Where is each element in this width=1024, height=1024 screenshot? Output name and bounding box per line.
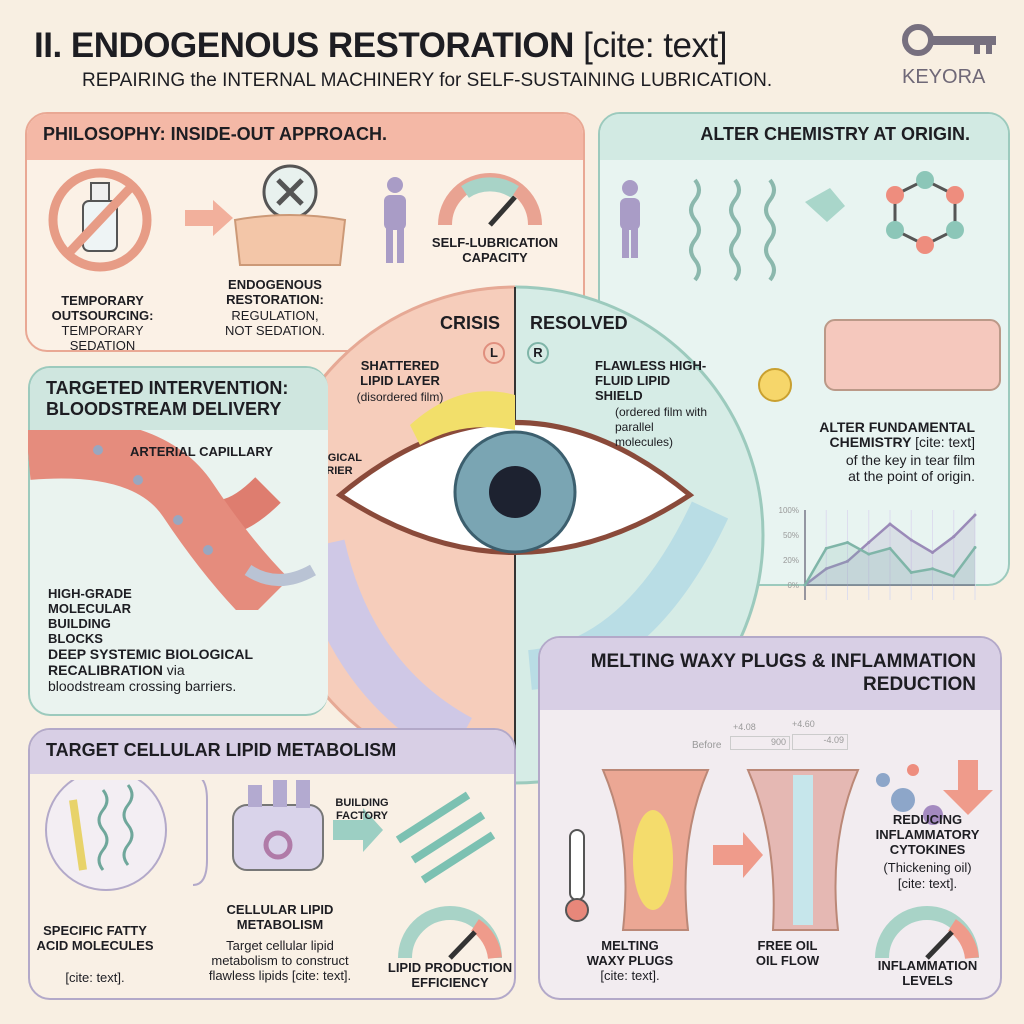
right-badge: R (527, 342, 549, 364)
chemistry-chart: 0% 20% 50% 100% (779, 506, 977, 600)
person-icon (384, 177, 406, 263)
chart-point (931, 551, 934, 554)
alter-title-text: ALTER FUNDAMENTAL CHEMISTRY (819, 419, 975, 450)
chart-point (824, 546, 828, 550)
resolved-label: RESOLVED (530, 313, 628, 333)
cytokines-note: (Thickening oil) (883, 860, 972, 875)
cellular-lipid-title: CELLULAR LIPID METABOLISM (226, 902, 334, 932)
cytokines-cite: [cite: text]. (897, 876, 958, 891)
endogenous-restoration-text: REGULATION, NOT SEDATION. (225, 308, 325, 338)
chart-point (846, 559, 849, 563)
inflammation-levels-label: INFLAMMATION LEVELS (877, 958, 978, 988)
arrow-right (713, 832, 763, 878)
chemistry-heading: ALTER CHEMISTRY AT ORIGIN. (600, 114, 1008, 160)
metabolism-heading: TARGET CELLULAR LIPID METABOLISM (30, 730, 514, 774)
fatty-acid-title: SPECIFIC FATTY ACID MOLECULES (36, 923, 154, 953)
page-subtitle: REPAIRING the INTERNAL MACHINERY for SEL… (82, 70, 773, 91)
shattered-lipid-title: SHATTERED LIPID LAYER (360, 358, 440, 388)
cytokines-title: REDUCING INFLAMMATORY CYTOKINES (875, 812, 980, 857)
waxy-illustrations (565, 760, 993, 931)
molecule-chains-icon (620, 171, 1001, 402)
chart-point (824, 567, 828, 571)
title-cite: [cite: text] (583, 26, 727, 65)
arrow-down (943, 760, 993, 815)
chart-point (909, 571, 913, 574)
melting-plugs-title: MELTING WAXY PLUGS (586, 938, 674, 968)
arterial-capillary-label: ARTERIAL CAPILLARY (130, 444, 273, 459)
thermometer-icon (569, 829, 585, 901)
melting-plugs-cite: [cite: text]. (600, 968, 660, 983)
building-factory-label: BUILDING FACTORY (335, 797, 389, 822)
philosophy-heading: PHILOSOPHY: INSIDE-OUT APPROACH. (27, 114, 583, 160)
temporary-outsourcing-title: TEMPORARY OUTSOURCING: (51, 293, 154, 323)
alter-chemistry-text1: of the key in tear film (845, 452, 975, 468)
arrow-right (333, 808, 383, 852)
deep-title: DEEP SYSTEMIC BIOLOGICAL RECALIBRATION (48, 646, 253, 678)
chart-point (909, 538, 913, 542)
chart-point (803, 583, 807, 587)
pupil (489, 466, 541, 518)
lipid-efficiency-gauge (398, 906, 502, 960)
factory-icon (232, 804, 324, 871)
self-lubrication-label: SELF-LUBRICATION CAPACITY (431, 235, 559, 265)
targeted-panel: TARGETED INTERVENTION: BLOODSTREAM DELIV… (28, 366, 328, 716)
building-blocks-label: HIGH-GRADE MOLECULAR BUILDING BLOCKS (48, 586, 132, 646)
chart-area-lower (805, 542, 975, 585)
alter-chemistry-title: ALTER FUNDAMENTAL CHEMISTRY [cite: text] (790, 420, 975, 450)
arrow-right-icon (185, 200, 233, 236)
gland-repair-icon (233, 164, 347, 266)
before-label: Before (692, 740, 722, 751)
alter-cite: [cite: text] (915, 434, 975, 450)
waxy-heading: MELTING WAXY PLUGS & INFLAMMATION REDUCT… (540, 638, 1000, 710)
free-oil-title: FREE OIL OIL FLOW (755, 938, 820, 968)
chart-point (867, 552, 871, 556)
endogenous-restoration-title: ENDOGENOUS RESTORATION: (226, 277, 324, 307)
deep-text: bloodstream crossing barriers. (48, 678, 237, 694)
arterial-capillary-illustration (28, 430, 316, 610)
chart-y-tick: 50% (783, 531, 799, 540)
value-1: +4.08 (733, 722, 756, 732)
chart-point (952, 535, 956, 539)
title-text: II. ENDOGENOUS RESTORATION (34, 26, 574, 65)
chart-point (888, 522, 892, 526)
chart-y-tick: 0% (787, 581, 799, 590)
no-eye-drops-icon (48, 168, 152, 272)
metabolism-illustrations (45, 780, 496, 891)
shattered-lipid-note: (disordered film) (356, 390, 444, 404)
key-logo-icon (902, 24, 996, 56)
chart-point (931, 567, 934, 571)
self-lubrication-gauge (438, 173, 542, 227)
cellular-lipid-text: Target cellular lipid metabolism to cons… (208, 938, 352, 983)
chart-point (973, 546, 977, 549)
chart-y-tick: 20% (783, 556, 799, 565)
crisis-label: CRISIS (440, 313, 501, 333)
deep-via: via (166, 662, 185, 678)
lipid-efficiency-label: LIPID PRODUCTION EFFICIENCY (387, 960, 513, 990)
left-badge: L (483, 342, 505, 364)
flawless-shield-title: FLAWLESS HIGH-FLUID LIPID SHIELD (595, 358, 707, 403)
fatty-acid-cite: [cite: text]. (65, 970, 125, 985)
inflammation-gauge (875, 906, 979, 960)
chart-point (888, 546, 892, 550)
chart-point (973, 513, 977, 517)
temporary-outsourcing-text: TEMPORARY SEDATION (61, 323, 144, 353)
cell-layer (295, 539, 473, 762)
alter-chemistry-text2: at the point of origin. (848, 468, 975, 484)
value-2: +4.60 (792, 719, 815, 729)
value-3: 900 (730, 736, 790, 750)
shattered-lipid (410, 391, 515, 445)
logo-text: KEYORA (902, 66, 986, 88)
chart-point (846, 541, 849, 544)
chart-point (867, 541, 871, 544)
chart-point (952, 574, 956, 578)
page-title: II. ENDOGENOUS RESTORATION [cite: text] (34, 26, 727, 66)
deep-recalibration-text: DEEP SYSTEMIC BIOLOGICAL RECALIBRATION v… (48, 646, 318, 694)
value-4: -4.09 (792, 734, 848, 750)
chart-y-tick: 100% (779, 506, 799, 515)
flawless-shield-note: (ordered film with parallel molecules) (615, 405, 708, 449)
targeted-heading: TARGETED INTERVENTION: BLOODSTREAM DELIV… (30, 368, 328, 430)
